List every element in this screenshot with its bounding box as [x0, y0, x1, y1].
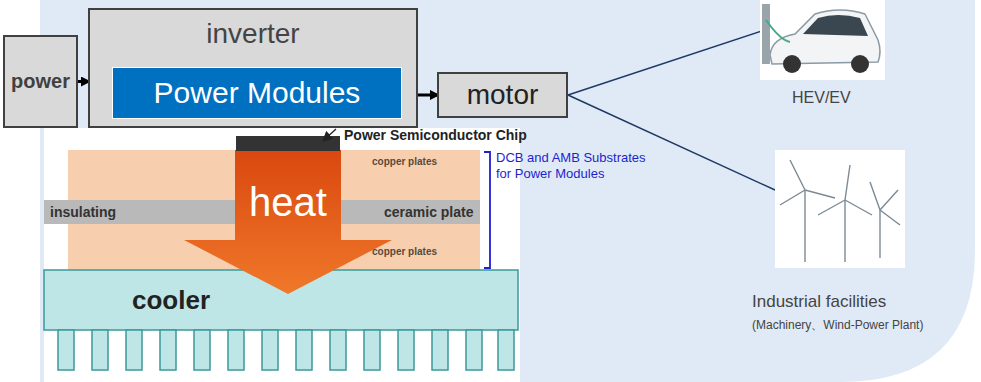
blades — [818, 165, 872, 215]
part-label: cooler — [132, 285, 210, 316]
car-picture — [760, 0, 885, 80]
application-label: HEV/EV — [792, 88, 851, 107]
heat-arrow — [184, 150, 392, 294]
source-box: power — [3, 35, 78, 128]
picture-ground — [775, 150, 905, 268]
bracket — [484, 152, 490, 268]
part-label: copper plates — [372, 246, 437, 258]
car-window — [803, 15, 868, 36]
blades — [870, 182, 900, 225]
charger — [762, 4, 770, 64]
tower — [844, 200, 845, 262]
leader-line — [568, 30, 765, 95]
power-chip — [236, 136, 340, 151]
part-label: ceramic plate — [384, 204, 474, 221]
application-label: (Machinery、Wind-Power Plant) — [752, 318, 923, 332]
illustration-panel — [44, 128, 520, 382]
leader-line — [324, 129, 336, 140]
bracket-note: DCB and AMB Substrates for Power Modules — [496, 150, 656, 181]
car-wheel — [783, 55, 801, 73]
tower — [804, 190, 805, 262]
box-text: Power Modules — [154, 76, 361, 111]
flow-arrow — [78, 80, 88, 83]
flow-arrow — [418, 94, 437, 97]
blades — [780, 160, 835, 205]
part-label: Power Semiconductor Chip — [344, 127, 527, 144]
box-text: power — [11, 70, 70, 93]
part-label: insulating — [50, 204, 116, 221]
inverter-box: inverterPower Modules — [88, 8, 418, 128]
box-text: motor — [467, 79, 539, 111]
motor-box: motor — [437, 72, 568, 118]
box-text: inverter — [206, 18, 299, 50]
charge-cable — [766, 20, 790, 42]
heat-label: heat — [235, 178, 341, 226]
picture-ground — [760, 0, 885, 80]
blue-region — [40, 0, 975, 382]
wind-turbines-picture — [775, 150, 905, 268]
module-box: Power Modules — [112, 67, 402, 119]
application-label: Industrial facilities — [752, 292, 886, 312]
tower — [879, 210, 880, 258]
part-label: copper plates — [372, 156, 437, 168]
cooler-fins — [58, 330, 514, 370]
car-wheel — [851, 55, 869, 73]
blue-region — [30, 0, 981, 382]
